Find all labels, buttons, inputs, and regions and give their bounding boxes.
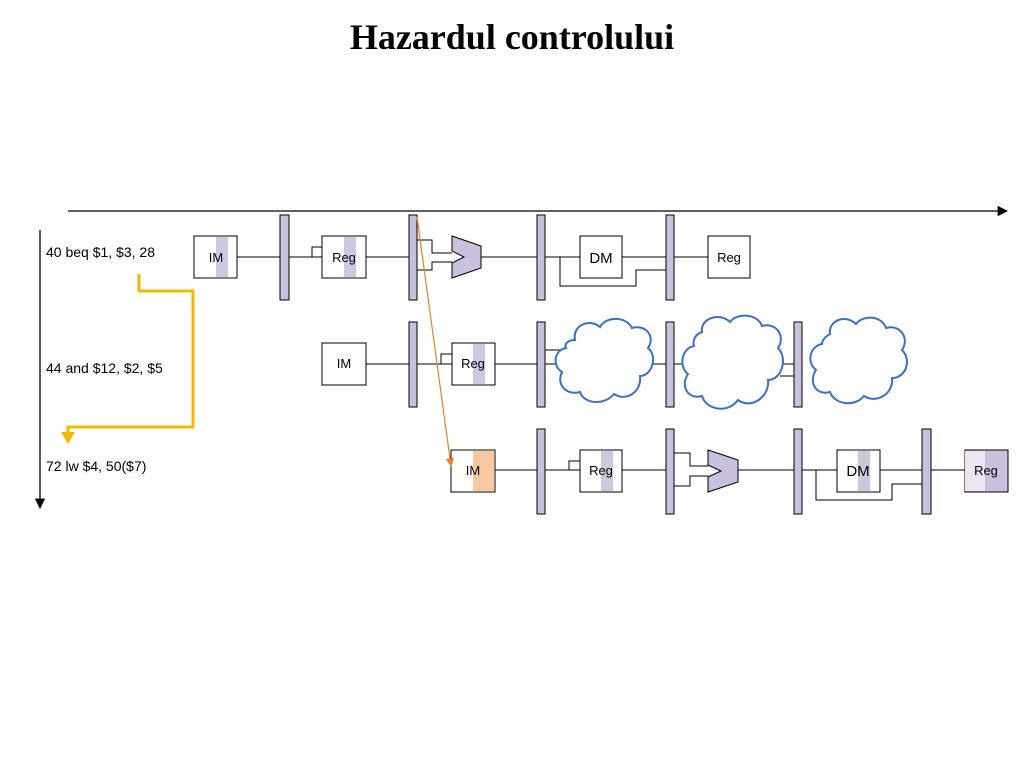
im-label: IM	[466, 463, 480, 478]
pipeline-row-lw: IM Reg DM Reg	[450, 428, 1009, 515]
instruction-label-lw: 72 lw $4, 50($7)	[46, 458, 147, 474]
data-memory-unit: DM	[579, 235, 623, 279]
pipeline-register	[665, 321, 675, 408]
flush-cloud-mem	[681, 314, 784, 410]
data-memory-unit: DM	[836, 449, 881, 493]
dm-label: DM	[589, 250, 612, 267]
pipeline-register	[665, 428, 675, 515]
im-label: IM	[337, 356, 351, 371]
fetch-redirect-arrow	[416, 216, 455, 467]
pipeline-register	[408, 214, 418, 301]
pipeline-register	[793, 321, 803, 408]
im-label: IM	[209, 250, 223, 265]
pipeline-register	[536, 214, 546, 301]
reg-label: Reg	[717, 250, 741, 265]
register-file-writeback-unit: Reg	[964, 449, 1009, 493]
pipeline-register	[665, 214, 675, 301]
pipeline-register	[921, 428, 932, 515]
instruction-label-and: 44 and $12, $2, $5	[46, 360, 163, 376]
pipeline-register	[408, 321, 418, 408]
slide-title: Hazardul controlului	[349, 17, 675, 57]
register-file-unit: Reg	[579, 449, 623, 493]
instruction-memory-unit: IM	[321, 342, 367, 386]
flush-cloud-ex	[554, 317, 655, 403]
reg-label: Reg	[332, 250, 356, 265]
alu-unit	[451, 235, 482, 279]
instruction-label-beq: 40 beq $1, $3, 28	[46, 244, 155, 260]
pipeline-row-beq: IM Reg DM Reg	[193, 214, 751, 301]
alu-unit	[707, 449, 739, 493]
pipeline-register	[793, 428, 803, 515]
instruction-memory-unit-highlighted: IM	[450, 449, 496, 493]
reg-label: Reg	[974, 463, 998, 478]
pipeline-row-and: IM Reg	[321, 314, 908, 410]
pipeline-register	[279, 214, 290, 301]
pipeline-register	[536, 428, 546, 515]
pipeline-register	[536, 321, 546, 408]
dm-label: DM	[846, 463, 869, 480]
register-file-unit: Reg	[321, 235, 367, 279]
reg-label: Reg	[589, 463, 613, 478]
register-file-unit: Reg	[451, 342, 496, 386]
instruction-memory-unit: IM	[193, 235, 238, 279]
branch-jump-arrowhead	[61, 432, 75, 444]
flush-cloud-wb	[809, 316, 908, 405]
branch-jump-arrow	[66, 274, 195, 434]
reg-label: Reg	[461, 356, 485, 371]
register-file-writeback-unit: Reg	[707, 235, 751, 279]
